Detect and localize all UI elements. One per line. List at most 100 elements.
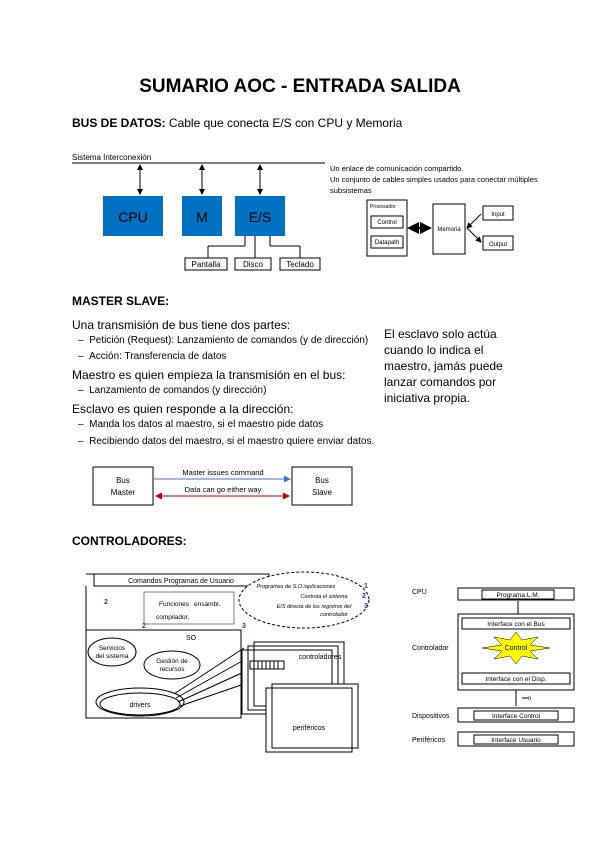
bus-master-line-1: Bus (116, 476, 130, 485)
datapath-box (370, 235, 404, 249)
cloud-line-4: controlador (320, 612, 349, 618)
controladores-label: controladores (299, 654, 342, 661)
cloud-line-3: E/S directa de los registros del (277, 604, 352, 610)
master-issues-label: Master issues command (182, 468, 263, 477)
marker-2b: 2 (142, 623, 146, 630)
bus-slave-line-1: Bus (315, 476, 329, 485)
bus-datos-section: BUS DE DATOS: Cable que conecta E/S con … (72, 116, 402, 130)
bus-def-line-1: Un enlace de comunicación compartido. (330, 164, 464, 173)
ms-bullet-1: – Petición (Request): Lanzamiento de com… (78, 335, 369, 346)
perifericos-label: periféricos (293, 725, 326, 732)
page-title: SUMARIO AOC - ENTRADA SALIDA (139, 76, 461, 97)
disco-box (234, 257, 272, 271)
input-label: Input (491, 212, 505, 218)
teclado-box (279, 257, 321, 271)
cloud-num-3: 3 (364, 603, 368, 610)
if-control-label: Interface Control (492, 713, 541, 720)
marker-2a: 2 (104, 599, 108, 606)
cloud-shape (238, 571, 370, 629)
if-bus-box (461, 617, 571, 630)
peripheral-cards (265, 683, 359, 753)
compiler-box (143, 591, 235, 625)
side-note-line-5: iniciativa propia. (384, 391, 471, 405)
cloud-num-1: 1 (364, 583, 368, 590)
drivers-label: drivers (129, 702, 151, 709)
cloud-line-2: Controla el sistema (300, 594, 347, 600)
controladores-right-diagram: CPU Programa L.M. Controlador Interface … (412, 587, 575, 747)
driver-links (173, 647, 245, 707)
if-usuario-label: Interface Usuario (491, 737, 541, 744)
if-control-box (473, 710, 559, 721)
memory-box (182, 196, 222, 236)
servicios-ellipse (87, 637, 137, 667)
servicios-line-1: Servicios (99, 645, 126, 652)
drivers-ellipse-inner (99, 692, 181, 716)
memory-block (432, 203, 466, 255)
if-usuario-box (473, 734, 559, 745)
datapath-label: Datapath (375, 240, 399, 246)
master-slave-diagram: Bus Master Bus Slave Master issues comma… (92, 466, 353, 506)
ms-lead-3: Esclavo es quien responde a la dirección… (72, 402, 294, 416)
control-box (370, 215, 404, 229)
bus-def-line-2: Un conjunto de cables simples usados par… (330, 175, 538, 184)
bus-label: Sistema Interconexión (72, 153, 151, 162)
bus-slave-box (291, 466, 353, 506)
perifericos-row-label: Periféricos (412, 737, 446, 744)
gestion-line-2: recursos (160, 666, 186, 673)
control-star (481, 631, 551, 665)
output-arrow (466, 227, 482, 243)
side-note-line-1: El esclavo solo actúa (384, 327, 497, 341)
bus-master-line-2: Master (111, 488, 136, 497)
slave-side-note: El esclavo solo actúa cuando lo indica e… (384, 326, 503, 406)
data-either-way-label: Data can go either way (185, 485, 262, 494)
controladores-heading: CONTROLADORES: (72, 534, 187, 548)
side-note-line-3: maestro, jamás puede (384, 359, 503, 373)
computer-block-diagram: Procesador Control Datapath Memoria Inpu… (366, 199, 514, 257)
programa-label: Programa L.M. (497, 592, 540, 599)
cpu-label: CPU (118, 209, 148, 225)
if-disp-label: Interface con el Disp. (485, 676, 546, 683)
gestion-ellipse (143, 650, 201, 680)
bus-diagram: Sistema Interconexión CPU M E/S Pantalla… (72, 153, 325, 271)
bus-master-box (92, 466, 154, 506)
master-slave-heading: MASTER SLAVE: (72, 294, 170, 308)
so-label: SO (186, 635, 197, 642)
pantalla-label: Pantalla (192, 260, 221, 269)
controladores-left-diagram: Comandos Programas de Usuario 2 Funcione… (85, 571, 370, 753)
memoria-label: Memoria (437, 227, 461, 233)
cloud-line-1: Programas de S.O./aplicaciones (257, 584, 336, 590)
es-box (235, 196, 285, 236)
control-label: Control (377, 220, 396, 226)
side-note-line-2: cuando lo indica el (384, 343, 484, 357)
side-note-line-4: lanzar comandos por (384, 375, 497, 389)
controlador-row-label: Controlador (412, 645, 449, 652)
bus-definition: Un enlace de comunicación compartido. Un… (330, 163, 538, 196)
bus-datos-heading: BUS DE DATOS: (72, 116, 166, 130)
controller-chip (249, 660, 285, 670)
ms-bullet-3: – Lanzamiento de comandos (y dirección) (78, 385, 267, 396)
output-label: Output (489, 242, 507, 248)
processor-label: Procesador (370, 204, 396, 210)
outer-frame (85, 573, 269, 630)
ensamblador-label: ensambl. (194, 601, 221, 608)
ms-bullet-4: – Manda los datos al maestro, si el maes… (78, 419, 324, 430)
bus-def-line-3: subsistemas (330, 186, 372, 195)
es-label: E/S (249, 209, 272, 225)
output-box (482, 235, 514, 251)
ms-lead-1: Una transmisión de bus tiene dos partes: (72, 318, 291, 332)
commands-label: Comandos Programas de Usuario (128, 578, 234, 585)
input-box (482, 205, 514, 221)
pantalla-box (184, 257, 228, 271)
dispositivos-row-label: Dispositivos (412, 713, 450, 720)
master-slave-text: Una transmisión de bus tiene dos partes:… (72, 318, 392, 453)
cpu-box (103, 196, 163, 236)
bus-datos-description: Cable que conecta E/S con CPU y Memoria (168, 116, 403, 130)
input-arrow (466, 213, 482, 229)
teclado-label: Teclado (286, 260, 314, 269)
servicios-line-2: del sistema (96, 653, 129, 660)
ms-bullet-2: – Acción: Transferencia de datos (78, 351, 227, 362)
ms-lead-2: Maestro es quien empieza la transmisión … (72, 368, 346, 382)
controller-chip-pins (253, 661, 279, 669)
disco-label: Disco (243, 260, 264, 269)
marker-3: 3 (242, 623, 246, 630)
